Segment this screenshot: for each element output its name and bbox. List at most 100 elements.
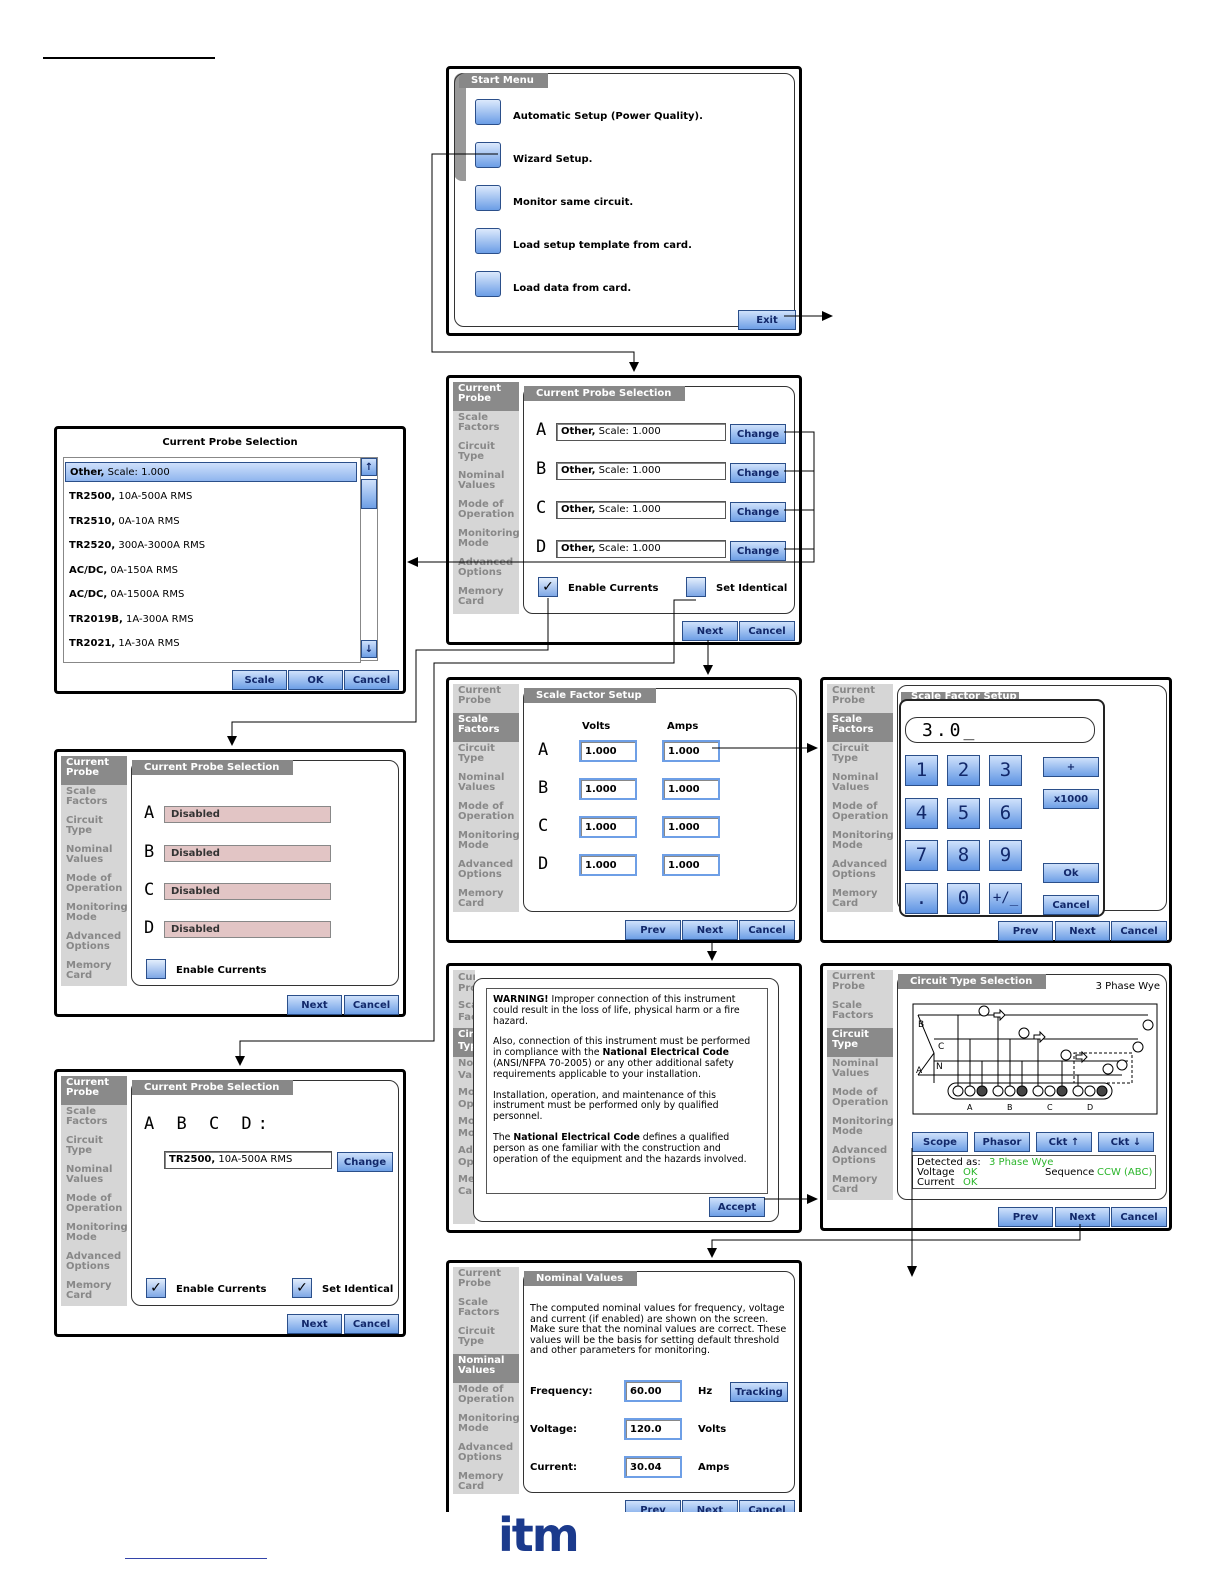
key-plus-minus[interactable]: +/_ [989, 883, 1022, 914]
next-button[interactable]: Next [287, 995, 342, 1015]
nav-scale-factors[interactable]: Scale Factors [66, 786, 108, 807]
nav-memory-card[interactable]: Memory Card [66, 1280, 112, 1301]
scroll-up-button[interactable]: ↑ [361, 458, 377, 476]
enable-currents-checkbox[interactable] [146, 959, 166, 979]
key-4[interactable]: 4 [905, 798, 938, 829]
nav-mode-of-operation[interactable]: Mode of Operation [458, 1384, 515, 1405]
key-1[interactable]: 1 [905, 755, 938, 786]
probe-list-item[interactable]: TR2520, 300A-3000A RMS [65, 536, 357, 556]
nav-current-probe[interactable]: Current Probe [458, 1268, 502, 1289]
accept-button[interactable]: Accept [709, 1197, 765, 1217]
x1000-button[interactable]: x1000 [1043, 789, 1099, 809]
prev-button[interactable]: Prev [998, 1207, 1053, 1227]
row-d-amps-input[interactable]: 1.000 [662, 854, 720, 876]
next-button[interactable]: Next [682, 621, 738, 641]
probe-list-item[interactable]: TR2019B, 1A-300A RMS [65, 610, 357, 630]
channel-d-field[interactable]: Other, Scale: 1.000 [556, 540, 726, 558]
nav-current-probe[interactable]: Current Probe [453, 382, 519, 411]
set-identical-checkbox[interactable] [686, 577, 706, 597]
scroll-thumb[interactable] [361, 479, 377, 509]
row-a-volts-input[interactable]: 1.000 [579, 740, 637, 762]
next-button[interactable]: Next [682, 920, 738, 940]
nav-current-probe[interactable]: Current Probe [458, 685, 502, 706]
nav-monitoring-mode[interactable]: Monitoring Mode [458, 528, 520, 549]
probe-list-item[interactable]: TR2510, 0A-10A RMS [65, 512, 357, 532]
nav-nominal-values[interactable]: Nominal Values [458, 470, 505, 491]
key-3[interactable]: 3 [989, 755, 1022, 786]
frequency-input[interactable]: 60.00 [624, 1380, 682, 1402]
nav-monitoring-mode[interactable]: Monitoring Mode [832, 1116, 894, 1137]
nav-advanced-options[interactable]: Advanced Options [66, 931, 122, 952]
key-5[interactable]: 5 [947, 798, 980, 829]
key-9[interactable]: 9 [989, 840, 1022, 871]
nav-current-probe[interactable]: Current Probe [832, 971, 876, 992]
nav-nominal-values[interactable]: Nominal Values [832, 772, 879, 793]
nav-mode-of-operation[interactable]: Mode of Operation [832, 1087, 889, 1108]
start-menu-item-template-button[interactable] [475, 228, 501, 254]
phasor-button[interactable]: Phasor [974, 1132, 1030, 1152]
keypad-cancel-button[interactable]: Cancel [1043, 895, 1099, 915]
nav-circuit-type[interactable]: Circuit Type [66, 815, 103, 836]
scroll-down-button[interactable]: ↓ [361, 640, 377, 658]
nav-current-probe[interactable]: Current Probe [61, 1076, 127, 1105]
nav-mode-of-operation[interactable]: Mode of Operation [458, 499, 515, 520]
cancel-button[interactable]: Cancel [344, 995, 399, 1015]
channel-c-change-button[interactable]: Change [730, 502, 786, 522]
next-button[interactable]: Next [1055, 1207, 1110, 1227]
next-button[interactable]: Next [1055, 921, 1110, 941]
change-button[interactable]: Change [337, 1152, 393, 1172]
key-8[interactable]: 8 [947, 840, 980, 871]
nav-scale-factors[interactable]: Scale Factors [66, 1106, 108, 1127]
nav-circuit-type[interactable]: Circuit Type [827, 1028, 893, 1057]
row-c-amps-input[interactable]: 1.000 [662, 816, 720, 838]
nav-nominal-values[interactable]: Nominal Values [66, 844, 113, 865]
voltage-input[interactable]: 120.0 [624, 1418, 682, 1440]
nav-advanced-options[interactable]: Advanced Options [832, 1145, 888, 1166]
cancel-button[interactable]: Cancel [739, 621, 795, 641]
nav-nominal-values[interactable]: Nominal Values [832, 1058, 879, 1079]
nav-circuit-type[interactable]: Circuit Type [458, 743, 495, 764]
nav-mode-of-operation[interactable]: Mode of Operation [66, 873, 123, 894]
cancel-button[interactable]: Cancel [344, 670, 399, 690]
circuit-up-button[interactable]: Ckt ↑ [1036, 1132, 1092, 1152]
nav-nominal-values[interactable]: Nominal Values [458, 772, 505, 793]
scrollbar-track[interactable] [360, 457, 378, 661]
ok-button[interactable]: Ok [1043, 863, 1099, 883]
ok-button[interactable]: OK [288, 670, 343, 690]
nav-scale-factors[interactable]: Scale Factors [458, 1297, 500, 1318]
nav-monitoring-mode[interactable]: Monitoring Mode [66, 1222, 128, 1243]
nav-circuit-type[interactable]: Circuit Type [458, 1326, 495, 1347]
nav-scale-factors[interactable]: Scale Factors [458, 412, 500, 433]
nav-nominal-values[interactable]: Nominal Values [453, 1354, 519, 1383]
start-menu-item-monitor-button[interactable] [475, 185, 501, 211]
nav-monitoring-mode[interactable]: Monitoring Mode [458, 830, 520, 851]
probe-list-item[interactable]: TR2021, 1A-30A RMS [65, 634, 357, 654]
nav-memory-card[interactable]: Memory Card [832, 1174, 878, 1195]
nav-advanced-options[interactable]: Advanced Options [458, 859, 514, 880]
row-c-volts-input[interactable]: 1.000 [579, 816, 637, 838]
nav-scale-factors[interactable]: Scale Factors [827, 713, 893, 742]
nav-current-probe[interactable]: Current Probe [832, 685, 876, 706]
nav-circuit-type[interactable]: Circuit Type [832, 743, 869, 764]
channel-b-field[interactable]: Other, Scale: 1.000 [556, 462, 726, 480]
nav-current-probe[interactable]: Current Probe [61, 756, 127, 785]
nav-advanced-options[interactable]: Advanced Options [66, 1251, 122, 1272]
tracking-button[interactable]: Tracking [730, 1382, 788, 1402]
cancel-button[interactable]: Cancel [739, 1500, 795, 1512]
key-2[interactable]: 2 [947, 755, 980, 786]
exit-button[interactable]: Exit [738, 310, 796, 330]
key-decimal[interactable]: . [905, 883, 938, 914]
nav-mode-of-operation[interactable]: Mode of Operation [66, 1193, 123, 1214]
key-7[interactable]: 7 [905, 840, 938, 871]
cancel-button[interactable]: Cancel [344, 1314, 399, 1334]
nav-advanced-options[interactable]: Advanced Options [832, 859, 888, 880]
nav-scale-factors[interactable]: Scale Factors [453, 713, 519, 742]
key-6[interactable]: 6 [989, 798, 1022, 829]
nav-memory-card[interactable]: Memory Card [458, 1471, 504, 1492]
cancel-button[interactable]: Cancel [1111, 921, 1167, 941]
start-menu-item-wizard-button[interactable] [475, 142, 501, 168]
nav-monitoring-mode[interactable]: Monitoring Mode [66, 902, 128, 923]
current-input[interactable]: 30.04 [624, 1456, 682, 1478]
nav-scale-factors[interactable]: Scale Factors [832, 1000, 874, 1021]
row-b-amps-input[interactable]: 1.000 [662, 778, 720, 800]
